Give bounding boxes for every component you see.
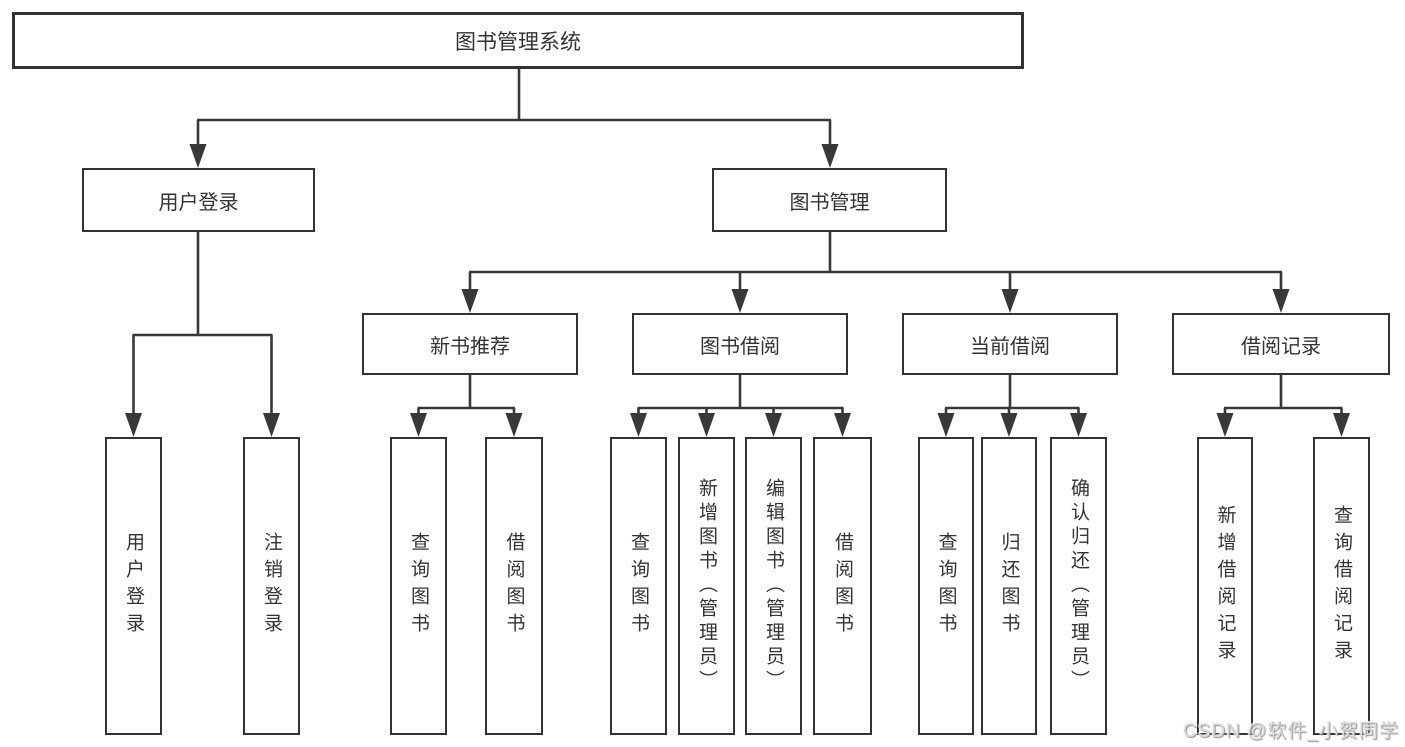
leaf-bb-add-book-label: 新增图书（管理员）: [696, 478, 717, 694]
leaf-br-add-record: 新增借阅记录: [1197, 437, 1253, 735]
node-user-login: 用户登录: [82, 168, 315, 232]
leaf-bb-query-book-label: 查询图书: [628, 532, 649, 640]
leaf-cb-return-book-label: 归还图书: [998, 532, 1020, 640]
leaf-bb-add-book: 新增图书（管理员）: [678, 437, 735, 735]
leaf-br-query-record: 查询借阅记录: [1313, 437, 1370, 735]
leaf-rec-query-book: 查询图书: [390, 437, 447, 735]
leaf-bb-edit-book: 编辑图书（管理员）: [745, 437, 802, 735]
leaf-rec-query-book-label: 查询图书: [408, 532, 429, 640]
node-book-borrow: 图书借阅: [632, 313, 848, 375]
node-book-management: 图书管理: [712, 168, 947, 232]
leaf-cb-confirm-return-label: 确认归还（管理员）: [1068, 478, 1089, 694]
leaf-rec-borrow-book: 借阅图书: [485, 437, 543, 735]
node-current-borrow-label: 当前借阅: [970, 335, 1050, 358]
leaf-br-add-record-label: 新增借阅记录: [1214, 505, 1236, 667]
node-root: 图书管理系统: [12, 12, 1024, 69]
leaf-user-login-label: 用户登录: [123, 532, 144, 640]
leaf-cb-confirm-return: 确认归还（管理员）: [1050, 437, 1107, 735]
node-current-borrow: 当前借阅: [902, 313, 1118, 375]
leaf-logout-label: 注销登录: [261, 532, 282, 640]
leaf-bb-edit-book-label: 编辑图书（管理员）: [763, 478, 784, 694]
leaf-rec-borrow-book-label: 借阅图书: [503, 532, 525, 640]
leaf-br-query-record-label: 查询借阅记录: [1331, 505, 1352, 667]
leaf-cb-query-book: 查询图书: [918, 437, 974, 735]
node-new-book-recommend-label: 新书推荐: [430, 335, 510, 358]
leaf-cb-query-book-label: 查询图书: [935, 532, 957, 640]
csdn-watermark: CSDN @软件_小贺同学: [1183, 721, 1399, 742]
node-root-label: 图书管理系统: [455, 30, 581, 54]
leaf-logout: 注销登录: [243, 437, 300, 735]
leaf-bb-borrow-book-label: 借阅图书: [832, 532, 853, 640]
node-book-management-label: 图书管理: [789, 191, 870, 214]
leaf-bb-borrow-book: 借阅图书: [813, 437, 872, 735]
node-borrow-records-label: 借阅记录: [1241, 335, 1321, 358]
leaf-bb-query-book: 查询图书: [610, 437, 667, 735]
node-user-login-label: 用户登录: [158, 191, 239, 214]
node-book-borrow-label: 图书借阅: [700, 335, 780, 358]
leaf-user-login: 用户登录: [105, 437, 162, 735]
node-new-book-recommend: 新书推荐: [362, 313, 578, 375]
leaf-cb-return-book: 归还图书: [981, 437, 1037, 735]
node-borrow-records: 借阅记录: [1172, 313, 1390, 375]
